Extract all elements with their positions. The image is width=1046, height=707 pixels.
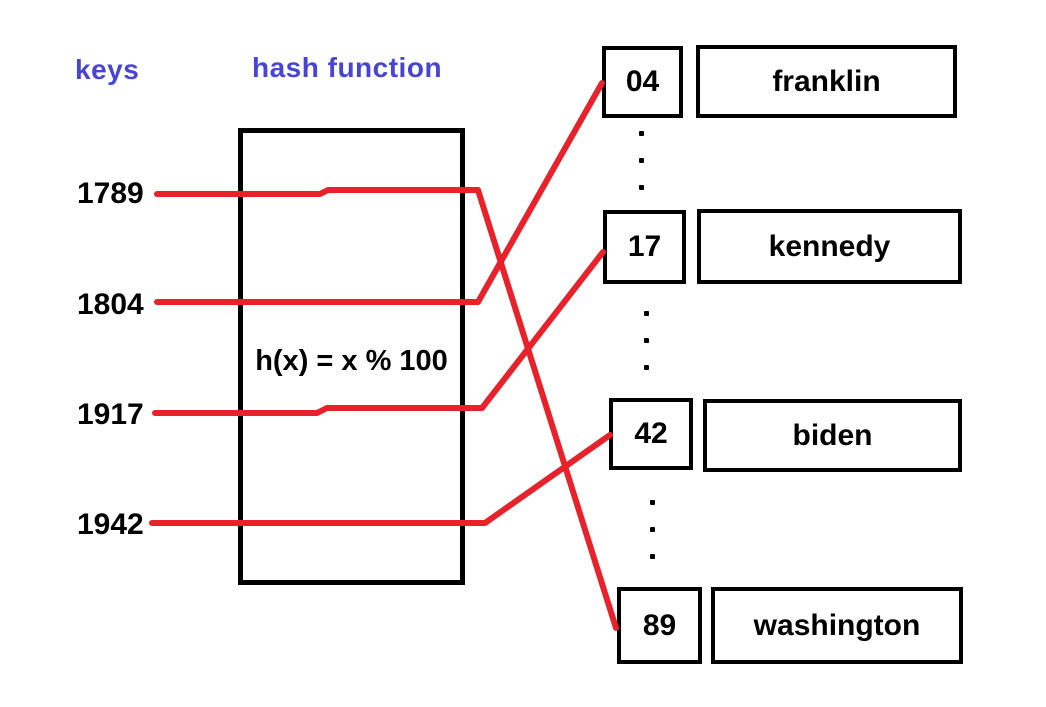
bucket-index-89: 89 bbox=[617, 587, 702, 664]
bucket-value-franklin: franklin bbox=[696, 45, 957, 118]
hash-function-heading: hash function bbox=[252, 52, 443, 83]
bucket-value-washington: washington bbox=[711, 587, 963, 664]
keys-heading: keys bbox=[75, 54, 140, 85]
hash-function-box: h(x) = x % 100 bbox=[238, 128, 465, 585]
bucket-value-kennedy: kennedy bbox=[697, 209, 962, 284]
key-1917: 1917 bbox=[77, 398, 144, 431]
bucket-index-17: 17 bbox=[603, 210, 686, 284]
vertical-ellipsis-1 bbox=[639, 131, 644, 190]
key-1942: 1942 bbox=[77, 508, 144, 541]
vertical-ellipsis-2 bbox=[644, 311, 649, 370]
bucket-index-42: 42 bbox=[609, 398, 693, 470]
bucket-value-biden: biden bbox=[703, 399, 962, 472]
key-1804: 1804 bbox=[77, 288, 144, 321]
key-1789: 1789 bbox=[77, 177, 144, 210]
vertical-ellipsis-3 bbox=[650, 500, 655, 559]
hash-formula: h(x) = x % 100 bbox=[255, 345, 448, 377]
bucket-index-04: 04 bbox=[602, 46, 683, 118]
